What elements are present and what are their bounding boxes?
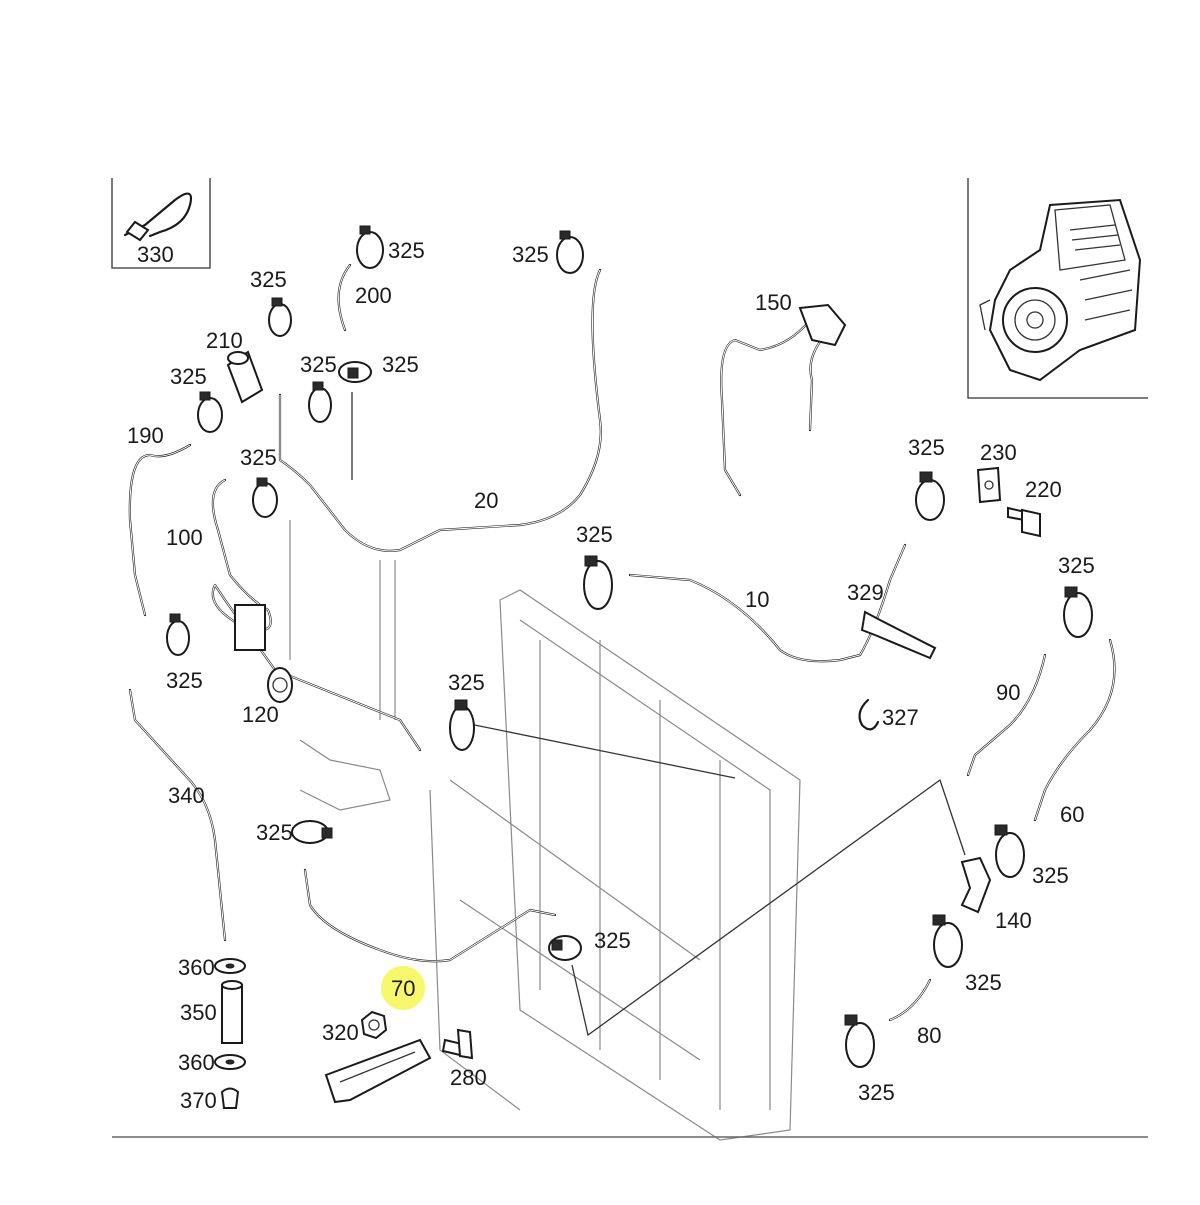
hose-60 xyxy=(1033,638,1116,822)
callout-360: 360 xyxy=(178,955,215,980)
hose-clamp xyxy=(556,230,584,274)
callout-80: 80 xyxy=(917,1023,941,1048)
callout-150: 150 xyxy=(755,290,792,315)
callout-100: 100 xyxy=(166,525,203,550)
callout-325: 325 xyxy=(300,352,337,377)
callout-60: 60 xyxy=(1060,802,1084,827)
nut-320 xyxy=(360,1010,388,1040)
hose-190 xyxy=(128,443,192,617)
callout-325: 325 xyxy=(388,238,425,263)
callout-360: 360 xyxy=(178,1050,215,1075)
callout-325: 325 xyxy=(594,928,631,953)
pipe-340 xyxy=(128,688,227,942)
hose-clamp xyxy=(1063,586,1093,638)
callout-325: 325 xyxy=(166,668,203,693)
callout-370: 370 xyxy=(180,1088,217,1113)
bolt-280 xyxy=(441,1028,474,1060)
callout-325: 325 xyxy=(858,1080,895,1105)
hose-100 xyxy=(211,478,422,752)
highlight-marker xyxy=(381,966,425,1010)
callout-329: 329 xyxy=(847,580,884,605)
small-parts xyxy=(214,350,1041,1109)
callout-140: 140 xyxy=(995,908,1032,933)
hose-clamp xyxy=(356,225,384,269)
callout-325: 325 xyxy=(382,352,419,377)
callout-210: 210 xyxy=(206,328,243,353)
leader-lines xyxy=(351,392,966,1037)
hose-clamp xyxy=(932,914,963,968)
callout-70: 70 xyxy=(391,976,415,1001)
hose-90 xyxy=(966,653,1047,777)
callout-325: 325 xyxy=(170,364,207,389)
callout-20: 20 xyxy=(474,488,498,513)
hose-20 xyxy=(278,268,602,552)
hose-clamp xyxy=(308,381,332,423)
callout-340: 340 xyxy=(168,783,205,808)
hose-clamp xyxy=(844,1014,875,1068)
callout-220: 220 xyxy=(1025,477,1062,502)
hose-clamp xyxy=(197,391,223,433)
callout-325: 325 xyxy=(576,522,613,547)
callout-325: 325 xyxy=(1032,863,1069,888)
clip-327 xyxy=(858,698,880,731)
hose-clamp xyxy=(338,361,372,383)
bracket-230 xyxy=(976,466,1002,504)
callout-330: 330 xyxy=(137,242,174,267)
callout-325: 325 xyxy=(256,820,293,845)
callout-200: 200 xyxy=(355,283,392,308)
callout-280: 280 xyxy=(450,1065,487,1090)
inset-box-330 xyxy=(111,178,211,269)
callout-230: 230 xyxy=(980,440,1017,465)
callout-325: 325 xyxy=(448,670,485,695)
hose-clamp xyxy=(583,555,613,610)
t-piece-140 xyxy=(960,856,992,914)
hose-clamp xyxy=(267,667,293,703)
bracket-plate xyxy=(324,1038,432,1104)
callout-350: 350 xyxy=(180,1000,217,1025)
hose-clamp xyxy=(166,613,190,656)
clamp-group xyxy=(166,225,1093,1068)
engine-illustration xyxy=(979,198,1142,382)
hose-80 xyxy=(888,978,932,1022)
hose-clamp xyxy=(252,477,278,518)
callout-labels: 330 325 200 325 325 210 325 325 325 190 … xyxy=(127,238,1095,1113)
hose-150 xyxy=(720,303,847,497)
hose-clamp xyxy=(449,699,475,751)
callout-327: 327 xyxy=(882,705,919,730)
hose-70 xyxy=(303,868,557,963)
callout-320: 320 xyxy=(322,1020,359,1045)
callout-325: 325 xyxy=(250,267,287,292)
hose-clamp xyxy=(548,935,582,961)
callout-325: 325 xyxy=(1058,553,1095,578)
hose-clamp xyxy=(268,297,292,337)
grommet-360-bottom xyxy=(214,1054,246,1070)
callout-10: 10 xyxy=(745,587,769,612)
hose-clamp xyxy=(915,471,945,521)
callout-325: 325 xyxy=(965,970,1002,995)
bracket-329 xyxy=(860,610,937,660)
bolt-220 xyxy=(1007,506,1041,538)
clip-370 xyxy=(220,1087,240,1109)
callout-325: 325 xyxy=(908,435,945,460)
callout-190: 190 xyxy=(127,423,164,448)
callout-90: 90 xyxy=(996,680,1020,705)
radiator-outline xyxy=(289,520,801,1141)
callout-120: 120 xyxy=(242,702,279,727)
hose-clamp xyxy=(291,820,333,844)
grommet-360-top xyxy=(214,958,246,974)
hose-200 xyxy=(337,263,352,332)
sleeve-350 xyxy=(221,980,243,1044)
engine-inset-box xyxy=(967,178,1148,399)
callout-325: 325 xyxy=(512,242,549,267)
callout-325: 325 xyxy=(240,445,277,470)
connector-210 xyxy=(226,350,264,404)
hose-clamp xyxy=(994,824,1025,878)
